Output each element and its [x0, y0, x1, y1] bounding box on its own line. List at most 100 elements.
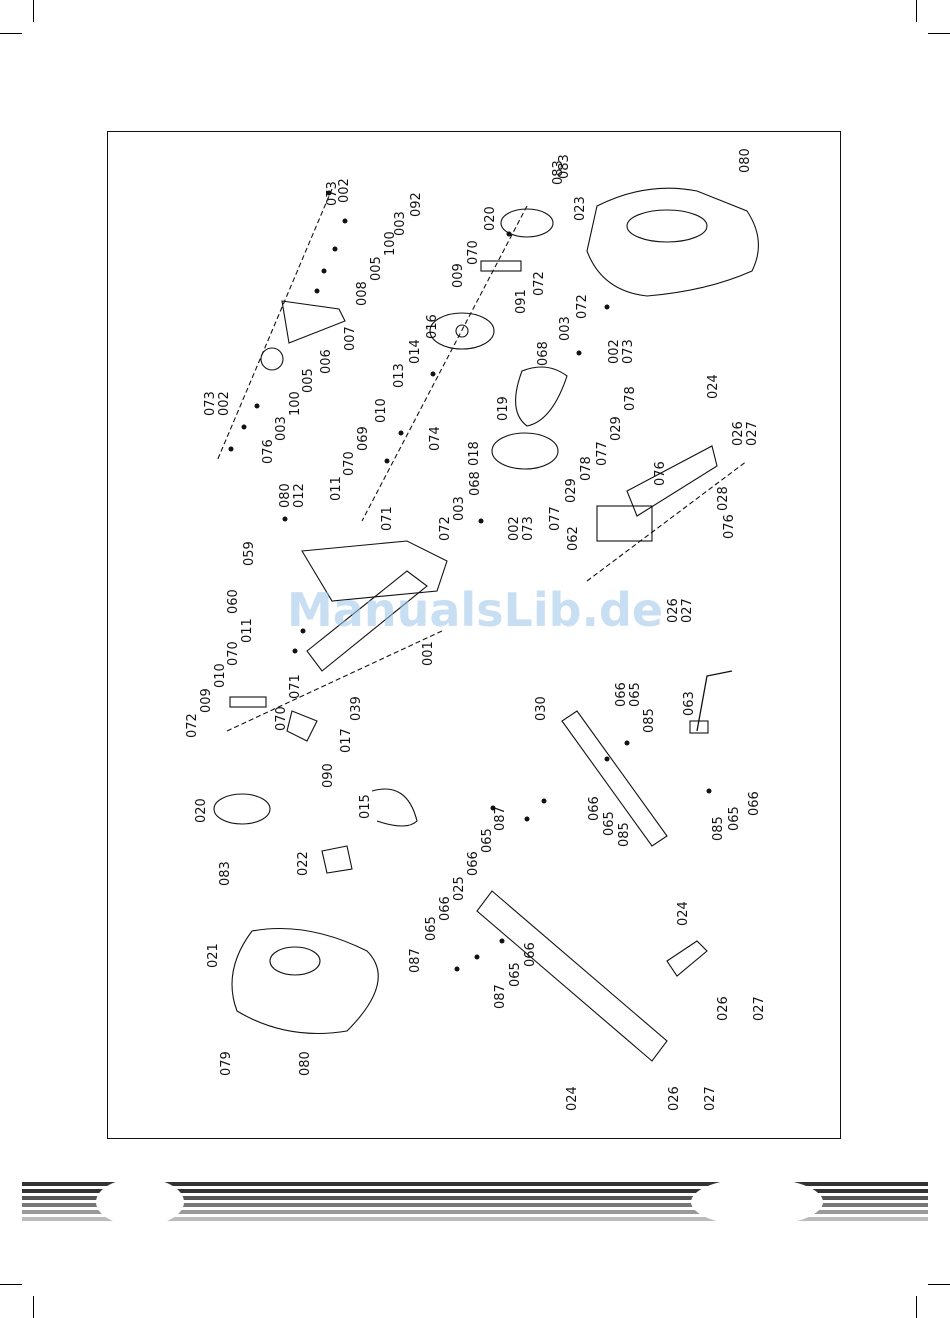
- part-label: 066: [466, 851, 481, 876]
- part-label: 070: [226, 641, 241, 666]
- part-label: 065: [508, 962, 523, 987]
- part-label: 083: [551, 160, 566, 185]
- part-label: 003: [452, 496, 467, 521]
- part-label: 070: [466, 240, 481, 265]
- part-label: 023: [573, 196, 588, 221]
- part-label: 024: [565, 1086, 580, 1111]
- part-label: 010: [374, 398, 389, 423]
- stripe: [22, 1203, 928, 1207]
- part-label: 085: [711, 816, 726, 841]
- part-label: 026: [666, 598, 681, 623]
- part-label: 027: [752, 996, 767, 1021]
- part-label: 079: [219, 1051, 234, 1076]
- part-label: 010: [213, 663, 228, 688]
- part-label: 005: [369, 256, 384, 281]
- crop-mark-bottom-right-v: [916, 1296, 917, 1318]
- part-label: 065: [480, 828, 495, 853]
- part-label: 073: [621, 339, 636, 364]
- part-label: 025: [452, 876, 467, 901]
- part-label: 073: [521, 516, 536, 541]
- crop-mark-bottom-right-h: [928, 1284, 950, 1285]
- part-label: 030: [534, 696, 549, 721]
- part-label: 070: [342, 451, 357, 476]
- part-label: 069: [356, 426, 371, 451]
- part-label: 066: [587, 796, 602, 821]
- stripe: [22, 1217, 928, 1221]
- part-label: 066: [614, 682, 629, 707]
- part-label: 012: [292, 483, 307, 508]
- part-label: 092: [409, 192, 424, 217]
- part-label: 077: [548, 506, 563, 531]
- part-label: 005: [301, 368, 316, 393]
- part-label: 022: [296, 851, 311, 876]
- part-label: 059: [242, 541, 257, 566]
- part-label: 028: [716, 486, 731, 511]
- crop-mark-top-right-v: [916, 0, 917, 22]
- part-label: 026: [667, 1086, 682, 1111]
- part-label: 074: [428, 426, 443, 451]
- part-label: 009: [451, 263, 466, 288]
- part-label: 100: [288, 391, 303, 416]
- part-label: 065: [424, 916, 439, 941]
- part-label: 013: [392, 363, 407, 388]
- part-label: 002: [507, 516, 522, 541]
- part-label: 002: [217, 391, 232, 416]
- part-label: 070: [274, 706, 289, 731]
- part-label: 085: [642, 708, 657, 733]
- part-label: 090: [321, 763, 336, 788]
- part-label: 066: [438, 896, 453, 921]
- part-label: 018: [467, 441, 482, 466]
- diagram-frame: [107, 131, 841, 1139]
- part-label: 020: [194, 798, 209, 823]
- part-label: 076: [653, 461, 668, 486]
- part-label: 078: [579, 456, 594, 481]
- part-label: 015: [358, 794, 373, 819]
- part-label: 026: [716, 996, 731, 1021]
- part-label: 087: [493, 806, 508, 831]
- part-label: 065: [602, 811, 617, 836]
- part-label: 083: [218, 861, 233, 886]
- crop-mark-top-left-h: [0, 33, 22, 34]
- footer-oval-left: [96, 1178, 184, 1226]
- part-label: 080: [298, 1051, 313, 1076]
- part-label: 026: [731, 421, 746, 446]
- part-label: 024: [706, 374, 721, 399]
- part-label: 076: [261, 439, 276, 464]
- part-label: 065: [628, 682, 643, 707]
- crop-mark-top-left-v: [33, 0, 34, 22]
- part-label: 009: [199, 688, 214, 713]
- part-label: 066: [747, 791, 762, 816]
- part-label: 024: [676, 901, 691, 926]
- part-label: 002: [337, 178, 352, 203]
- part-label: 083: [557, 154, 572, 179]
- part-label: 011: [329, 476, 344, 501]
- part-label: 021: [206, 943, 221, 968]
- part-label: 014: [408, 339, 423, 364]
- part-label: 027: [680, 598, 695, 623]
- exploded-view-diagram: 073 002 092 003 100 005 008 007 006 005 …: [185, 148, 767, 1111]
- part-label: 078: [623, 386, 638, 411]
- part-label: 073: [203, 391, 218, 416]
- crop-mark-bottom-left-v: [33, 1296, 34, 1318]
- part-label: 039: [349, 696, 364, 721]
- stripe: [22, 1189, 928, 1193]
- part-label: 003: [393, 211, 408, 236]
- part-label: 062: [566, 526, 581, 551]
- part-label: 008: [355, 281, 370, 306]
- part-label: 003: [274, 416, 289, 441]
- part-label: 091: [514, 289, 529, 314]
- part-label: 085: [617, 822, 632, 847]
- part-label: 071: [288, 674, 303, 699]
- part-label: 087: [493, 984, 508, 1009]
- part-label: 068: [536, 341, 551, 366]
- part-label: 020: [483, 206, 498, 231]
- crop-mark-bottom-left-h: [0, 1284, 22, 1285]
- footer-stripes: [22, 1178, 928, 1226]
- watermark: ManualsLib.de: [287, 583, 663, 637]
- part-label: 072: [575, 294, 590, 319]
- part-label: 080: [738, 148, 753, 173]
- part-label: 027: [745, 421, 760, 446]
- part-label: 071: [380, 506, 395, 531]
- footer-oval-right: [691, 1178, 823, 1226]
- part-label: 060: [226, 589, 241, 614]
